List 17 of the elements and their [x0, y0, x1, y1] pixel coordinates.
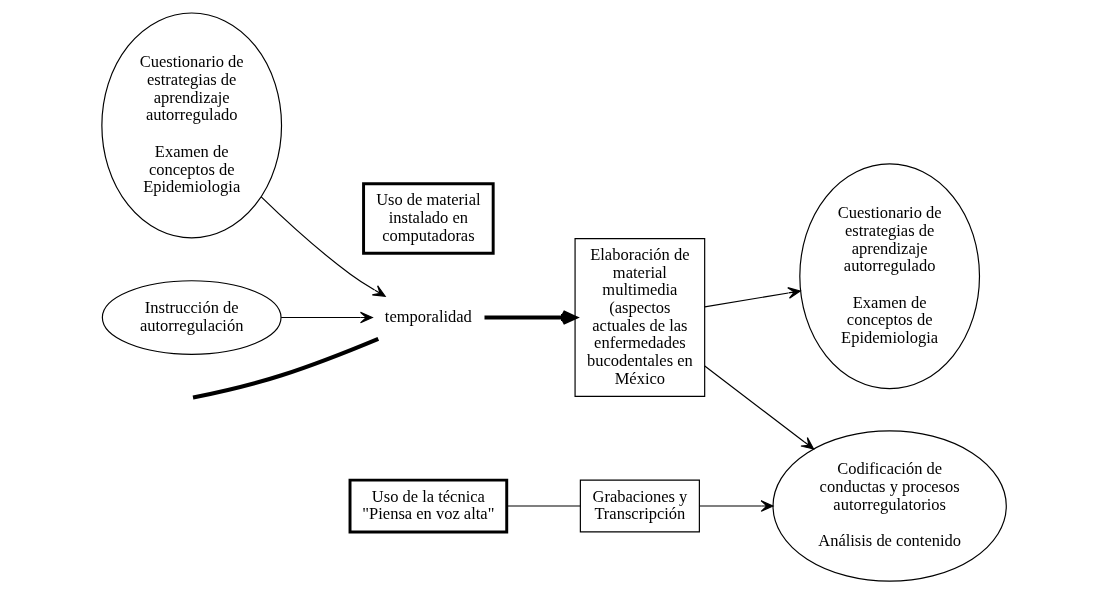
- arrow: [703, 287, 801, 308]
- node-ellipse: Instrucción de autorregulación: [101, 280, 282, 355]
- node-box: Grabaciones y Transcripción: [579, 479, 700, 533]
- node-box: Uso de la técnica "Piensa en voz alta": [348, 478, 508, 534]
- arrow: [703, 365, 814, 450]
- node-ellipse: Codificación de conductas y procesos autorregulatorios Análisis de contenido: [771, 430, 1007, 582]
- arrow: [698, 500, 773, 512]
- arrow: [260, 196, 386, 297]
- node-box: Uso de material instalado en computadoras: [361, 182, 495, 255]
- node-ellipse: Cuestionario de estrategias de aprendizaje autorregulado Examen de conceptos de Epidemiologia: [798, 163, 980, 390]
- connector: [505, 505, 581, 507]
- node-box: Elaboración de material multimedia (aspectos actuales de las enfermedades bucodentales en México: [574, 238, 705, 398]
- arrow: [484, 310, 577, 325]
- arrow: [280, 311, 373, 324]
- node-text: temporalidad: [384, 306, 472, 326]
- node-ellipse: Cuestionario de estrategias de aprendizaje autorregulado Examen de conceptos de Epidemiologia: [100, 12, 282, 239]
- connector: [192, 336, 379, 400]
